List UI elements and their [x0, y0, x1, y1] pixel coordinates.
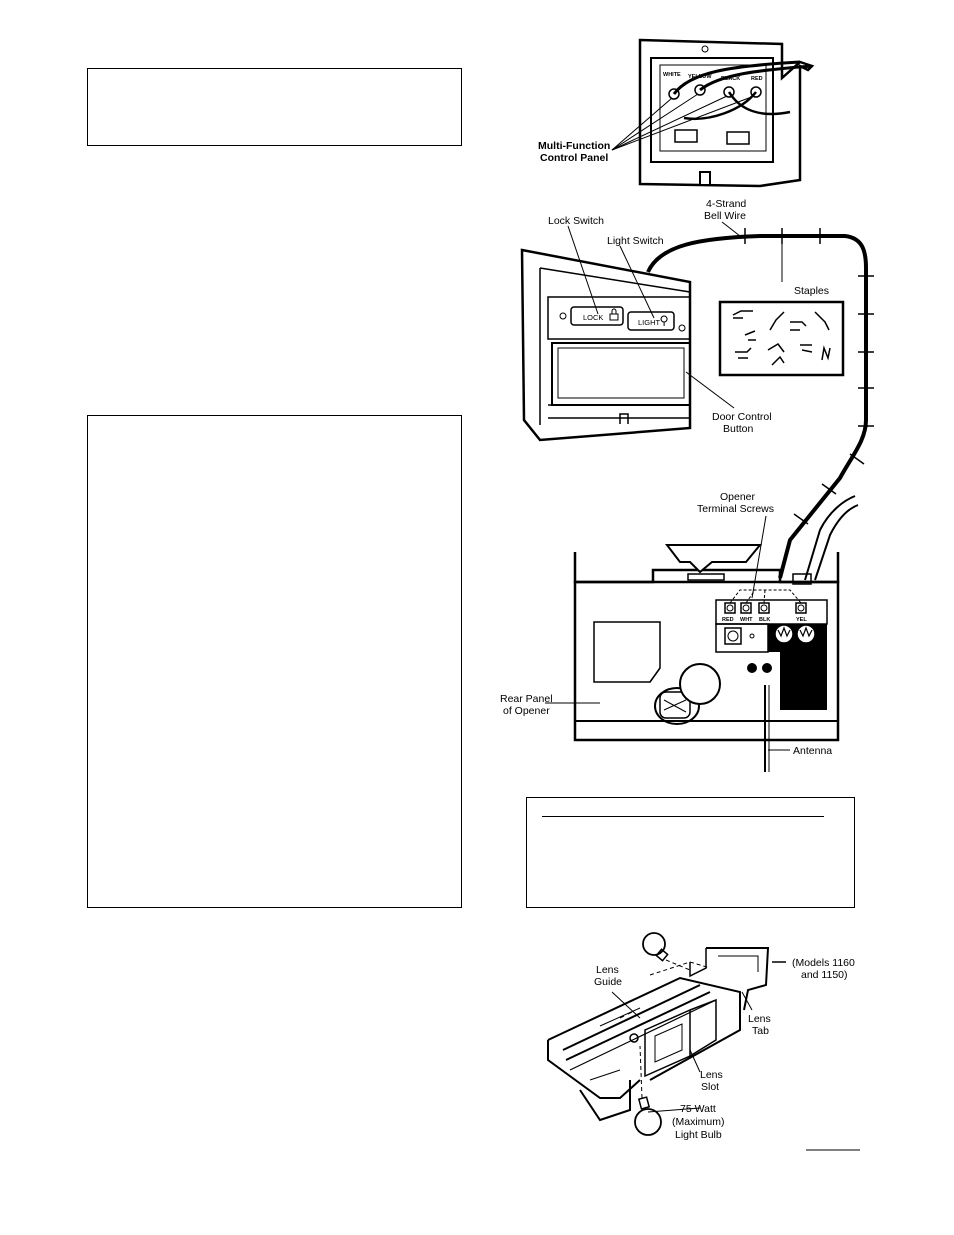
rear-panel-label-1: Rear Panel — [500, 693, 553, 705]
multi-function-label-1: Multi-Function — [538, 140, 610, 152]
door-control-label-1: Door Control — [712, 411, 772, 423]
terminal-yel: YEL — [796, 617, 807, 623]
opener-rear-panel — [545, 544, 840, 772]
terminal-wht: WHT — [740, 617, 753, 623]
lock-button-text: LOCK — [583, 313, 603, 322]
wire-label-yellow: YELLOW — [688, 74, 712, 80]
opener-light-illustration — [547, 932, 860, 1151]
logic-board-dark — [747, 624, 827, 710]
wire-label-white: WHITE — [663, 72, 681, 78]
terminal-blk: BLK — [759, 617, 770, 623]
bell-wire-label-2: Bell Wire — [704, 210, 746, 222]
note-rule — [542, 816, 824, 817]
lens-guide-label-2: Guide — [594, 976, 622, 988]
bell-wire-label-1: 4-Strand — [706, 198, 746, 210]
lock-switch-label: Lock Switch — [548, 215, 604, 227]
light-switch-label: Light Switch — [607, 235, 664, 247]
multi-function-label-2: Control Panel — [540, 152, 608, 164]
bulb-label-3: Light Bulb — [675, 1129, 722, 1141]
wire-label-black: BLACK — [721, 76, 740, 82]
lens-guide-label-1: Lens — [596, 964, 619, 976]
models-label-2: and 1150) — [801, 969, 848, 981]
antenna-label: Antenna — [793, 745, 832, 757]
light-button-text: LIGHT — [638, 318, 661, 327]
terminal-screws-label-2: Terminal Screws — [697, 503, 774, 515]
wire-label-red: RED — [751, 76, 763, 82]
terminal-screws-label-1: Opener — [720, 491, 756, 503]
models-label-1: (Models 1160 — [792, 957, 855, 969]
bulb-label-2: (Maximum) — [672, 1116, 725, 1128]
note-box-top — [87, 68, 462, 146]
note-box-right — [526, 797, 855, 908]
door-control-unit — [520, 225, 735, 442]
lens-slot-label-2: Slot — [701, 1081, 719, 1093]
lens-tab-label-2: Tab — [752, 1025, 769, 1037]
lens-slot-label-1: Lens — [700, 1069, 723, 1081]
rear-panel-label-2: of Opener — [503, 705, 550, 717]
staples-inset — [718, 300, 845, 377]
control-panel-back — [611, 38, 815, 188]
bell-wire — [646, 228, 874, 581]
staples-label: Staples — [794, 285, 829, 297]
door-control-label-2: Button — [723, 423, 754, 435]
bulb-label-1: 75 Watt — [680, 1103, 716, 1115]
note-box-large — [87, 415, 462, 908]
terminal-red: RED — [722, 617, 734, 623]
lens-tab-label-1: Lens — [748, 1013, 771, 1025]
